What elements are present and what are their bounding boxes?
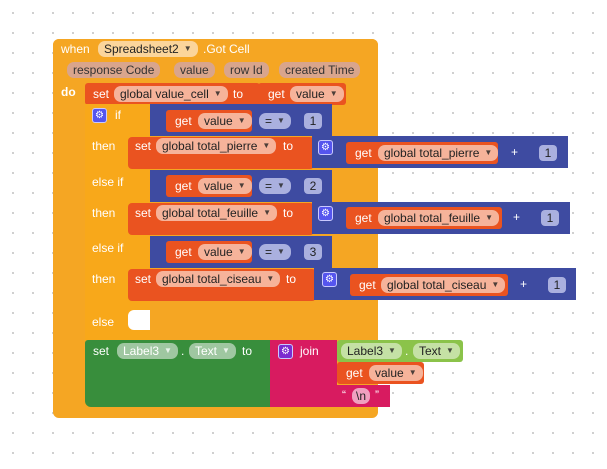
set-label: set [135, 206, 152, 220]
number-value[interactable]: 2 [304, 178, 322, 194]
set-label: set [135, 139, 152, 153]
param-created-time[interactable]: created Time [279, 62, 361, 78]
mutator-gear-icon[interactable]: ⚙ [278, 344, 293, 359]
chevron-down-icon: ▼ [183, 44, 192, 53]
get-variable-dropdown[interactable]: value▼ [198, 113, 252, 129]
chevron-down-icon: ▼ [484, 148, 493, 157]
join-label: join [300, 344, 319, 358]
plus-operator: + [513, 210, 521, 224]
get-label: get [355, 211, 372, 225]
chevron-down-icon: ▼ [213, 89, 222, 98]
number-value[interactable]: 1 [304, 113, 322, 129]
component-dropdown[interactable]: Label3▼ [341, 343, 402, 359]
chevron-down-icon: ▼ [237, 247, 246, 256]
get-label: get [359, 278, 376, 292]
variable-dropdown[interactable]: global total_pierre▼ [156, 138, 277, 154]
to-label: to [283, 139, 294, 153]
number-value[interactable]: 1 [541, 210, 559, 226]
to-label: to [286, 272, 297, 286]
param-value[interactable]: value [174, 62, 215, 78]
param-row-id[interactable]: row Id [224, 62, 269, 78]
dot-label: . [181, 344, 185, 358]
else-if-label-2: else if [92, 241, 124, 255]
chevron-down-icon: ▼ [262, 141, 271, 150]
get-variable-dropdown[interactable]: value▼ [198, 178, 252, 194]
set-label: set [93, 344, 110, 358]
get-label: get [175, 114, 192, 128]
chevron-down-icon: ▼ [222, 346, 230, 355]
string-value[interactable]: \n [352, 388, 371, 404]
set-label: set [135, 272, 152, 286]
number-value[interactable]: 1 [548, 277, 566, 293]
chevron-down-icon: ▼ [277, 247, 285, 256]
chevron-down-icon: ▼ [329, 89, 338, 98]
chevron-down-icon: ▼ [277, 181, 285, 190]
dot-label: . [405, 344, 409, 358]
property-dropdown[interactable]: Text▼ [413, 343, 460, 359]
else-label: else [92, 315, 115, 329]
operator-dropdown[interactable]: =▼ [259, 178, 291, 194]
to-label: to [283, 206, 294, 220]
chevron-down-icon: ▼ [485, 213, 493, 222]
variable-dropdown[interactable]: global total_ciseau▼ [156, 271, 281, 287]
param-response-code[interactable]: response Code [67, 62, 161, 78]
get-label: get [355, 146, 372, 160]
quote-close: ” [375, 388, 379, 402]
get-variable-dropdown[interactable]: value▼ [290, 86, 344, 102]
get-label: get [175, 245, 192, 259]
get-variable-dropdown[interactable]: global total_pierre▼ [378, 145, 499, 161]
to-label: to [233, 87, 244, 101]
event-name: .Got Cell [203, 42, 250, 56]
chevron-down-icon: ▼ [408, 368, 417, 377]
chevron-down-icon: ▼ [164, 346, 172, 355]
property-dropdown[interactable]: Text▼ [189, 343, 236, 359]
set-label: set [93, 87, 110, 101]
to-label: to [242, 344, 253, 358]
operator-dropdown[interactable]: =▼ [259, 244, 291, 260]
get-label: get [175, 179, 192, 193]
mutator-gear-icon[interactable]: ⚙ [322, 272, 337, 287]
event-footer [53, 407, 378, 418]
get-label: get [346, 366, 363, 380]
then-label-3: then [92, 272, 116, 286]
plus-operator: + [520, 277, 528, 291]
number-value[interactable]: 1 [539, 145, 557, 161]
chevron-down-icon: ▼ [266, 274, 275, 283]
else-slot [128, 310, 150, 330]
variable-dropdown[interactable]: global total_feuille▼ [156, 205, 277, 221]
chevron-down-icon: ▼ [446, 346, 454, 355]
chevron-down-icon: ▼ [388, 346, 396, 355]
mutator-gear-icon[interactable]: ⚙ [318, 206, 333, 221]
operator-dropdown[interactable]: =▼ [259, 113, 291, 129]
get-variable-dropdown[interactable]: global total_feuille▼ [378, 210, 499, 226]
get-variable-dropdown[interactable]: value▼ [369, 365, 423, 381]
number-value[interactable]: 3 [304, 244, 322, 260]
component-dropdown[interactable]: Spreadsheet2▼ [98, 41, 198, 57]
then-label-1: then [92, 139, 116, 153]
component-dropdown[interactable]: Label3▼ [117, 343, 178, 359]
if-label: if [115, 108, 121, 122]
chevron-down-icon: ▼ [277, 116, 285, 125]
then-label-2: then [92, 206, 116, 220]
quote-open: “ [342, 388, 346, 402]
do-label: do [61, 85, 76, 99]
mutator-gear-icon[interactable]: ⚙ [92, 108, 107, 123]
chevron-down-icon: ▼ [263, 208, 271, 217]
chevron-down-icon: ▼ [237, 116, 246, 125]
plus-operator: + [511, 145, 519, 159]
get-variable-dropdown[interactable]: value▼ [198, 244, 252, 260]
when-label: when [61, 42, 90, 56]
get-label: get [268, 87, 285, 101]
mutator-gear-icon[interactable]: ⚙ [318, 140, 333, 155]
chevron-down-icon: ▼ [491, 280, 500, 289]
variable-dropdown[interactable]: global value_cell▼ [114, 86, 228, 102]
chevron-down-icon: ▼ [237, 181, 246, 190]
else-if-label-1: else if [92, 175, 124, 189]
get-variable-dropdown[interactable]: global total_ciseau▼ [381, 277, 506, 293]
